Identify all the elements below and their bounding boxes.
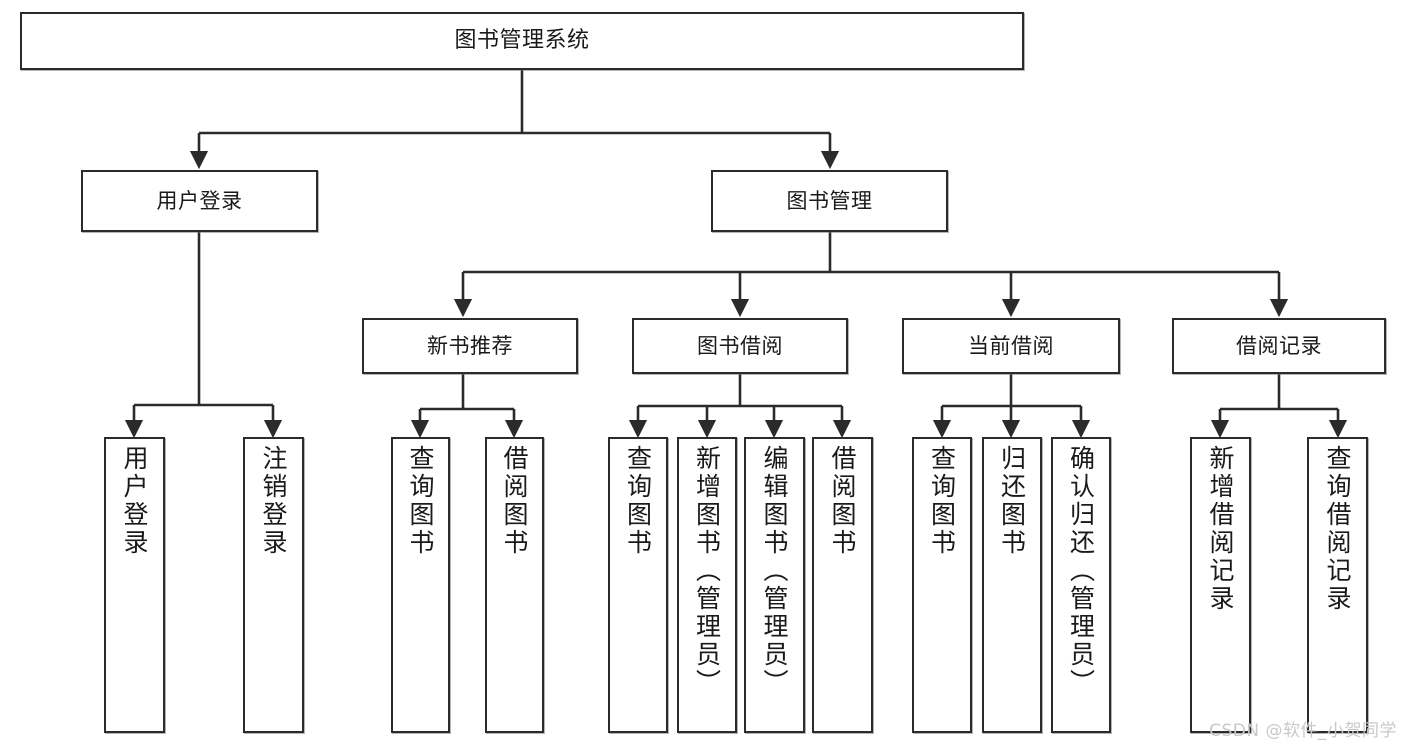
node-book-manage[interactable]: 图书管理 bbox=[711, 170, 948, 232]
node-borrow-record[interactable]: 借阅记录 bbox=[1172, 318, 1386, 374]
node-new-book-recommend[interactable]: 新书推荐 bbox=[362, 318, 578, 374]
node-leaf-query-book-3[interactable]: 查询图书 bbox=[912, 437, 972, 733]
node-root-label: 图书管理系统 bbox=[454, 28, 590, 54]
node-leaf-logout[interactable]: 注销登录 bbox=[243, 437, 304, 733]
node-leaf-confirm-return[interactable]: 确认归还（管理员） bbox=[1051, 437, 1111, 733]
csdn-watermark: CSDN @软件_小贺同学 bbox=[1209, 721, 1397, 741]
node-borrow-record-label: 借阅记录 bbox=[1236, 333, 1322, 358]
node-leaf-edit-book-label: 编辑图书（管理员） bbox=[760, 445, 789, 697]
node-leaf-return-book-label: 归还图书 bbox=[997, 445, 1027, 557]
node-leaf-edit-book[interactable]: 编辑图书（管理员） bbox=[744, 437, 805, 733]
node-leaf-query-book-3-label: 查询图书 bbox=[927, 445, 957, 557]
node-leaf-add-record-label: 新增借阅记录 bbox=[1206, 445, 1235, 613]
node-current-borrow-label: 当前借阅 bbox=[968, 333, 1054, 358]
node-leaf-add-book[interactable]: 新增图书（管理员） bbox=[677, 437, 737, 733]
node-leaf-borrow-book-1[interactable]: 借阅图书 bbox=[485, 437, 544, 733]
node-leaf-user-login[interactable]: 用户登录 bbox=[104, 437, 165, 733]
node-book-borrow-label: 图书借阅 bbox=[697, 333, 783, 358]
node-leaf-query-record-label: 查询借阅记录 bbox=[1323, 445, 1352, 613]
node-leaf-borrow-book-1-label: 借阅图书 bbox=[500, 445, 529, 557]
node-book-borrow[interactable]: 图书借阅 bbox=[632, 318, 848, 374]
node-leaf-confirm-return-label: 确认归还（管理员） bbox=[1066, 445, 1096, 697]
node-leaf-query-book-1-label: 查询图书 bbox=[406, 445, 435, 557]
node-current-borrow[interactable]: 当前借阅 bbox=[902, 318, 1120, 374]
node-leaf-query-book-2-label: 查询图书 bbox=[623, 445, 653, 557]
node-leaf-query-book-2[interactable]: 查询图书 bbox=[608, 437, 668, 733]
node-leaf-return-book[interactable]: 归还图书 bbox=[982, 437, 1042, 733]
node-leaf-query-record[interactable]: 查询借阅记录 bbox=[1307, 437, 1368, 733]
node-book-manage-label: 图书管理 bbox=[786, 188, 873, 213]
node-user-login[interactable]: 用户登录 bbox=[81, 170, 318, 232]
node-leaf-logout-label: 注销登录 bbox=[259, 445, 288, 557]
node-leaf-add-book-label: 新增图书（管理员） bbox=[692, 445, 722, 697]
node-leaf-add-record[interactable]: 新增借阅记录 bbox=[1190, 437, 1251, 733]
node-leaf-borrow-book-2-label: 借阅图书 bbox=[828, 445, 857, 557]
node-root[interactable]: 图书管理系统 bbox=[20, 12, 1024, 70]
node-new-book-recommend-label: 新书推荐 bbox=[427, 333, 513, 358]
node-leaf-query-book-1[interactable]: 查询图书 bbox=[391, 437, 450, 733]
node-user-login-label: 用户登录 bbox=[156, 188, 243, 213]
node-leaf-user-login-label: 用户登录 bbox=[120, 445, 149, 557]
node-leaf-borrow-book-2[interactable]: 借阅图书 bbox=[812, 437, 873, 733]
